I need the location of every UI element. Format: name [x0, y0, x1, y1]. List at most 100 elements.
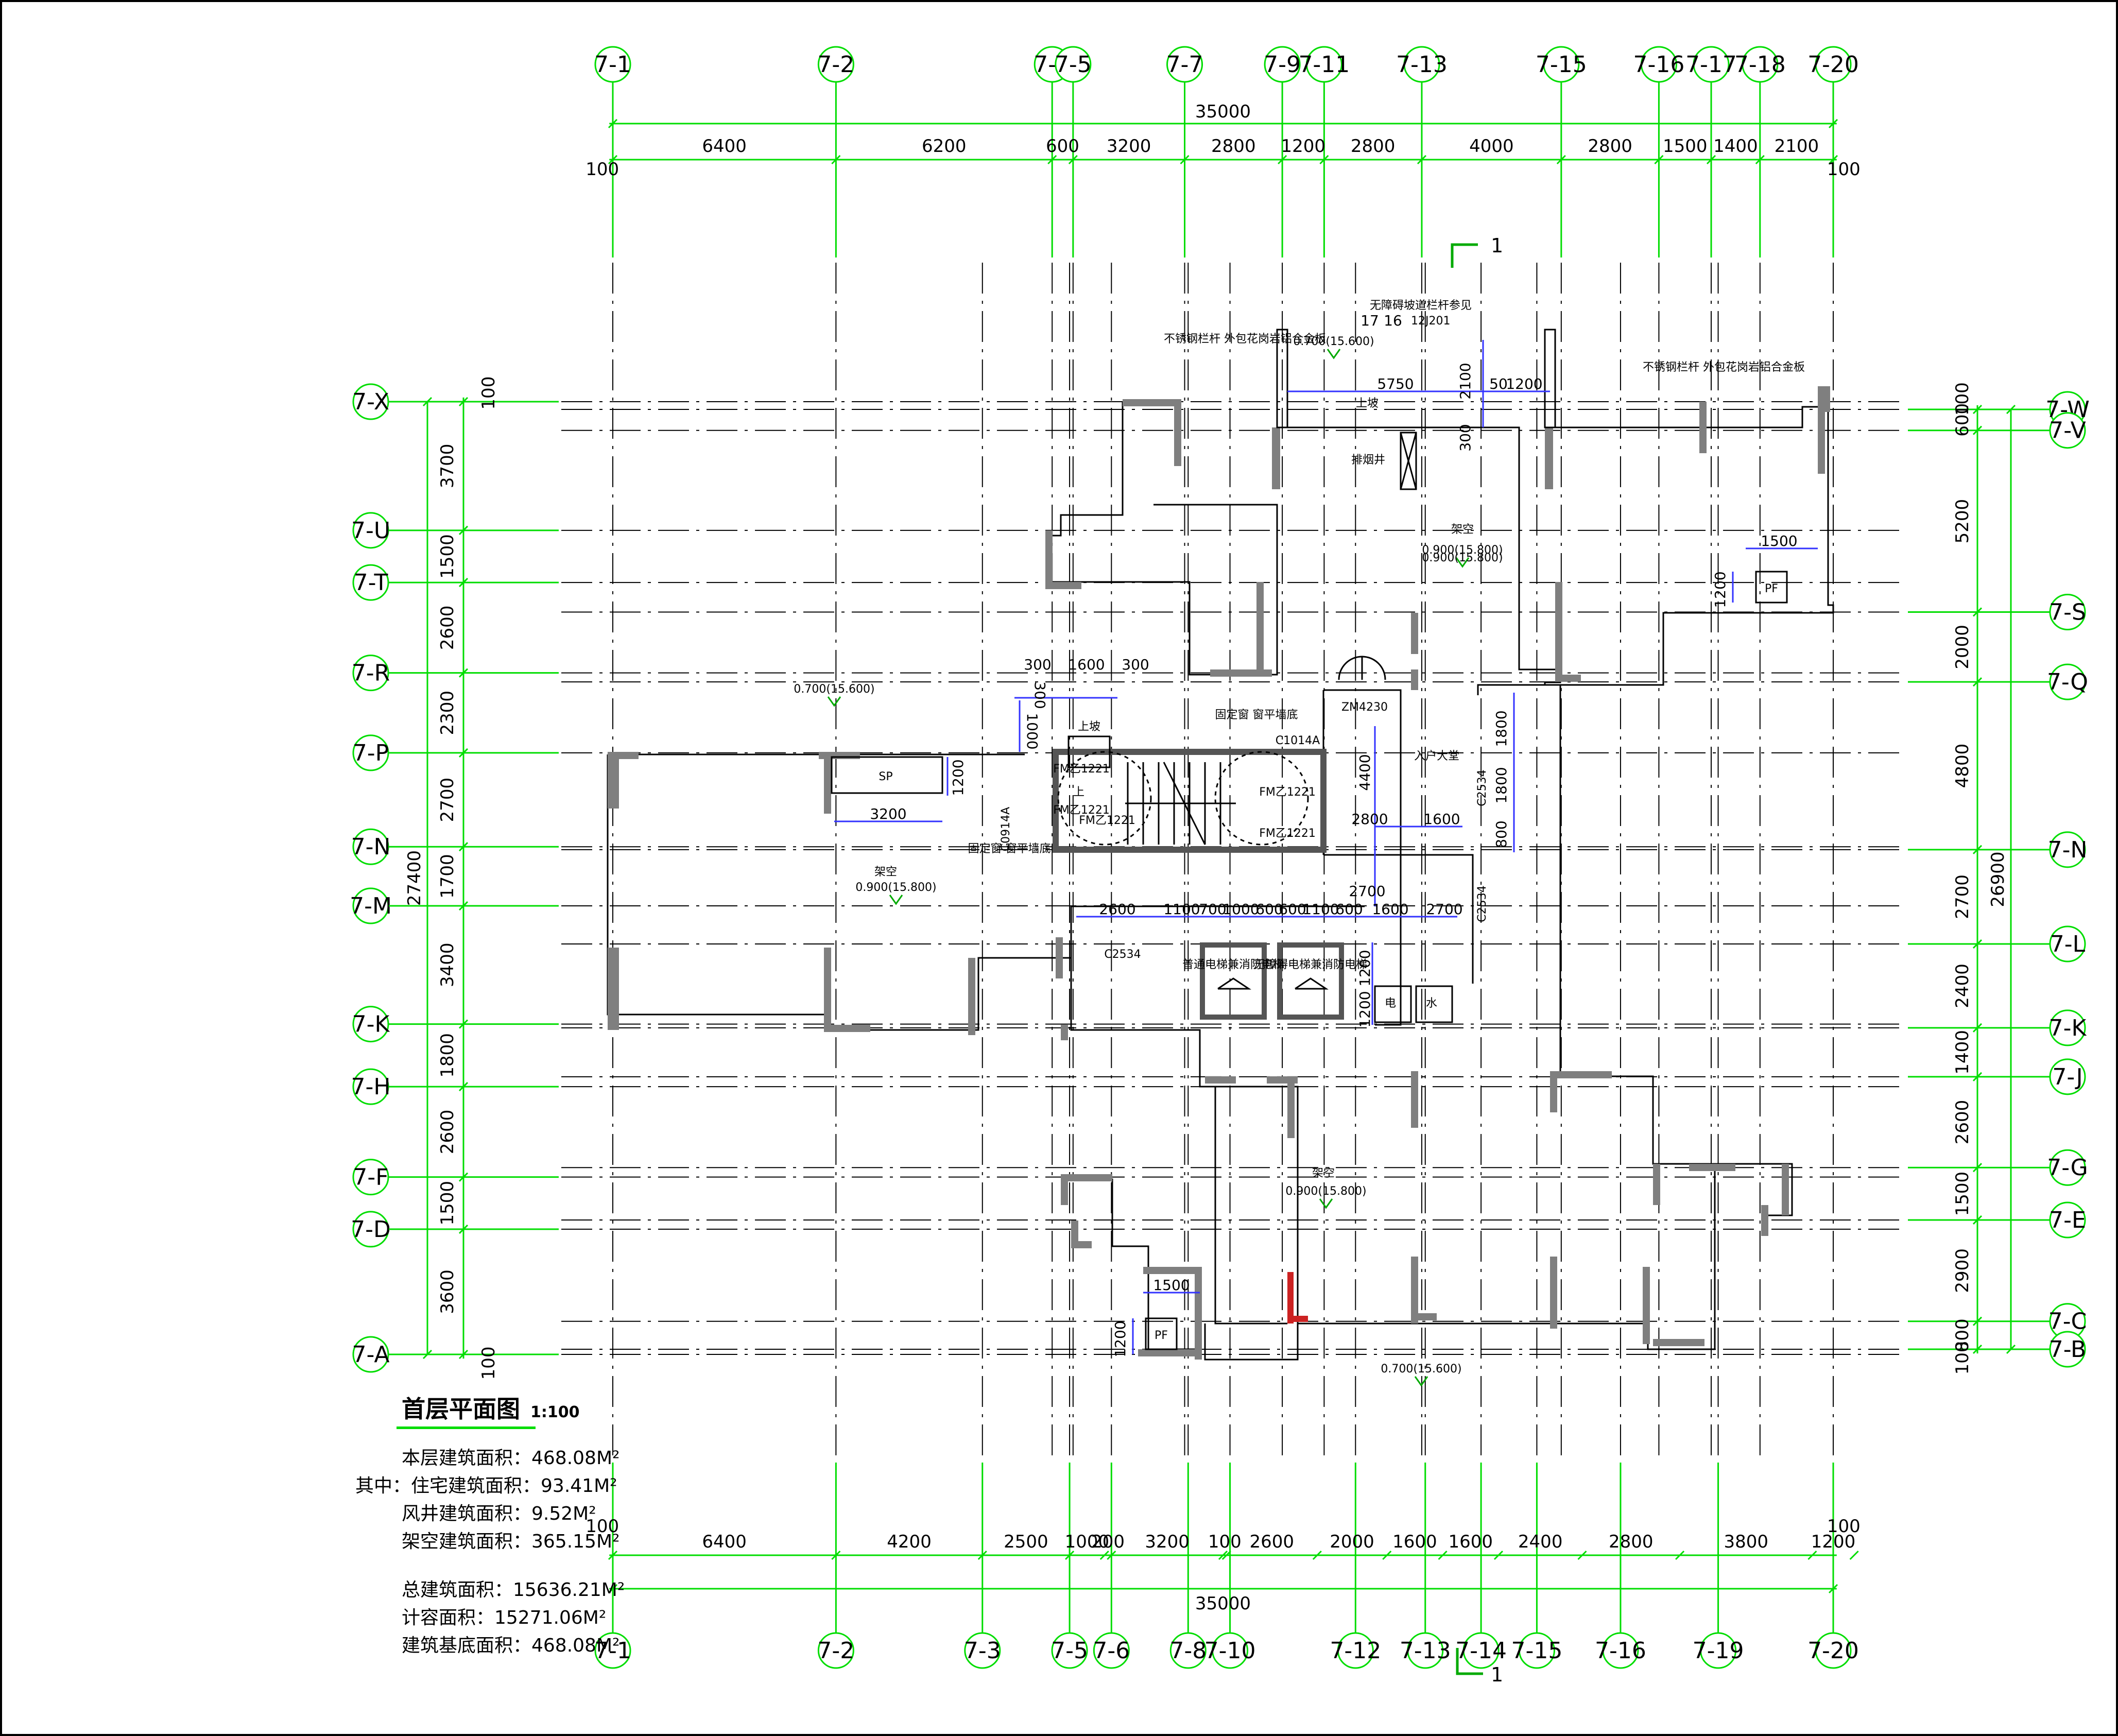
inner-dim-text: 2700	[1426, 901, 1462, 918]
axis-bubble-label: 7-14	[1455, 1638, 1507, 1664]
dim-tick	[1706, 154, 1716, 165]
axis-bubble-label: 7-1	[594, 51, 631, 78]
dim-tick	[1972, 425, 1983, 435]
dim-tick	[1654, 154, 1664, 165]
wall-line	[1560, 1075, 1715, 1165]
axis-bubble-label: 7-5	[1055, 51, 1092, 78]
door-window-tag: C2534	[1104, 948, 1141, 961]
elevation-mark: 0.700(15.600)	[1293, 335, 1374, 348]
axis-bubble-circle	[1693, 46, 1730, 83]
inner-dim-text: 5750	[1377, 375, 1414, 392]
axis-bubble-circle	[2049, 593, 2086, 630]
axis-bubble-label: 7-8	[1169, 1638, 1207, 1664]
dim-tick	[1221, 1550, 1231, 1560]
sp-shaft	[831, 756, 943, 794]
dim-tick	[608, 1550, 618, 1560]
door-window-tag: FM乙1221	[1053, 804, 1110, 817]
elevation-mark: 0.900(15.800)	[855, 881, 936, 894]
wall	[1411, 1313, 1437, 1320]
barrier-free-ref: 12J201	[1411, 315, 1450, 328]
wall	[1411, 1257, 1418, 1324]
bottom-dim-text: 100	[1208, 1532, 1242, 1552]
top-axis-bubble: 7-2	[817, 46, 854, 83]
wall	[1653, 1164, 1660, 1205]
axis-bubble-label: 7-6	[1093, 1638, 1130, 1664]
dim-tick	[1972, 845, 1983, 854]
dim-tick	[1417, 154, 1427, 165]
bottom-axis-bubble: 7-20	[1807, 1632, 1859, 1669]
wall	[1210, 669, 1272, 677]
dim-tick	[458, 1082, 469, 1092]
wall	[1045, 582, 1081, 589]
bottom-edge-dim-left: 100	[586, 1516, 619, 1537]
left-axis-bubble: 7-H	[351, 1068, 390, 1105]
axis-bubble-label: 7-13	[1400, 1638, 1451, 1664]
wall	[1818, 407, 1825, 474]
right-dim-text: 5200	[1952, 499, 1973, 544]
plot-ratio-area: 计容面积：15271.06M²	[402, 1607, 607, 1628]
bottom-dim-text: 6400	[702, 1532, 747, 1552]
wall-line	[1277, 406, 1834, 686]
inner-dim-text: 800	[1493, 820, 1510, 848]
axis-bubble-circle	[352, 887, 389, 924]
inner-dim-text: 1600	[1423, 811, 1460, 828]
including-prefix: 其中：	[355, 1475, 411, 1497]
dim-tick	[1180, 154, 1190, 165]
right-axis-bubble: 7-S	[2049, 593, 2086, 630]
exhaust-shaft	[1400, 432, 1417, 490]
top-dim-text: 2800	[1211, 136, 1256, 157]
inner-dim-text: 600	[1255, 901, 1283, 918]
bottom-axis-bubble: 7-16	[1595, 1632, 1646, 1669]
wall	[608, 752, 619, 809]
dim-tick	[1828, 1584, 1838, 1594]
dim-tick	[1828, 118, 1838, 129]
elevation-symbol	[1327, 349, 1341, 359]
elevator-symbol	[1295, 977, 1329, 990]
barrier-free-note: 无障碍坡道栏杆参见	[1370, 299, 1472, 312]
wall	[824, 752, 831, 814]
inner-dim-text: 1500	[1761, 532, 1797, 549]
dim-tick	[831, 154, 841, 165]
inner-dim-text: 3200	[870, 805, 906, 822]
axis-bubble-circle	[1640, 46, 1677, 83]
right-dim-text: 1400	[1952, 1030, 1973, 1075]
bottom-dim-text: 2800	[1609, 1532, 1654, 1552]
door-window-tag: FM乙1221	[1053, 763, 1110, 776]
bottom-dim-text: 3200	[1145, 1532, 1190, 1552]
inner-dim-text: 1000	[1024, 713, 1041, 749]
wall	[1071, 1221, 1078, 1246]
water-room-label: 水	[1426, 997, 1437, 1010]
axis-bubble-circle	[1602, 1632, 1639, 1669]
dim-tick	[977, 1550, 987, 1560]
dim-tick	[458, 397, 469, 407]
axis-bubble-circle	[1407, 1632, 1444, 1669]
dim-tick	[1972, 1316, 1983, 1326]
inner-dim-text: 1200	[1356, 991, 1373, 1027]
shaft-label-sp: SP	[879, 770, 892, 783]
axis-bubble-label: 7-N	[351, 834, 391, 860]
axis-bubble-label: 7-L	[2050, 931, 2086, 957]
stair-up-label: 上坡	[1078, 720, 1100, 733]
elec-room	[1374, 985, 1412, 1023]
bottom-axis-bubble: 7-5	[1051, 1632, 1088, 1669]
axis-bubble-label: 7-5	[1051, 1638, 1088, 1664]
inner-dim-text: 1600	[1372, 901, 1408, 918]
dim-tick	[608, 1584, 618, 1594]
dim-tick	[422, 1349, 433, 1360]
bottom-dim-text: 2000	[1330, 1532, 1374, 1552]
axis-bubble-circle	[352, 383, 389, 420]
elevation-symbol	[1319, 1198, 1333, 1209]
elevator-car-1	[1200, 942, 1267, 1020]
ramp-rail	[1544, 329, 1556, 428]
axis-bubble-circle	[2049, 1009, 2086, 1046]
right-axis-bubble: 7-Q	[2047, 663, 2088, 700]
section-mark-label: 1	[1491, 1663, 1503, 1686]
door-window-tag: FM乙1221	[1079, 814, 1135, 827]
wall	[1643, 1267, 1650, 1344]
axis-bubble-circle	[1403, 46, 1440, 83]
wall	[608, 752, 639, 759]
axis-bubble-label: 7-2	[817, 1638, 854, 1664]
dim-tick	[1675, 1550, 1685, 1560]
axis-bubble-label: 7-F	[353, 1164, 388, 1191]
